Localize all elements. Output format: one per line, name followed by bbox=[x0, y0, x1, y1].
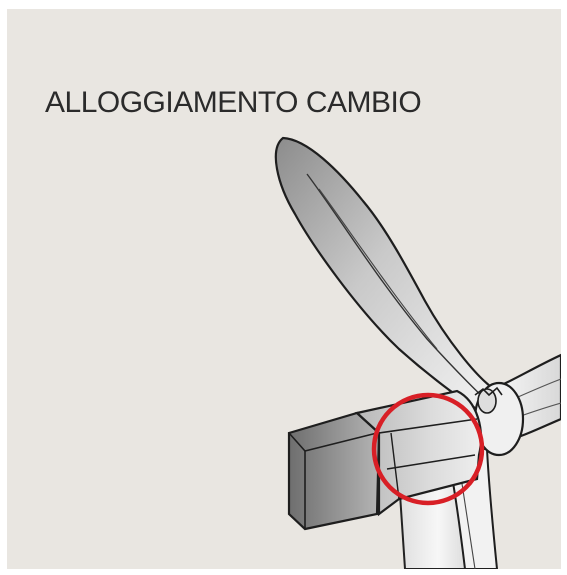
illustration-panel: ALLOGGIAMENTO CAMBIO bbox=[7, 9, 561, 569]
wind-turbine-illustration bbox=[274, 136, 561, 569]
nacelle-rear-box bbox=[287, 411, 381, 531]
figure-title: ALLOGGIAMENTO CAMBIO bbox=[45, 86, 422, 119]
rotor-hub bbox=[473, 381, 525, 457]
upper-blade bbox=[274, 136, 499, 416]
highlight-circle bbox=[371, 392, 485, 506]
